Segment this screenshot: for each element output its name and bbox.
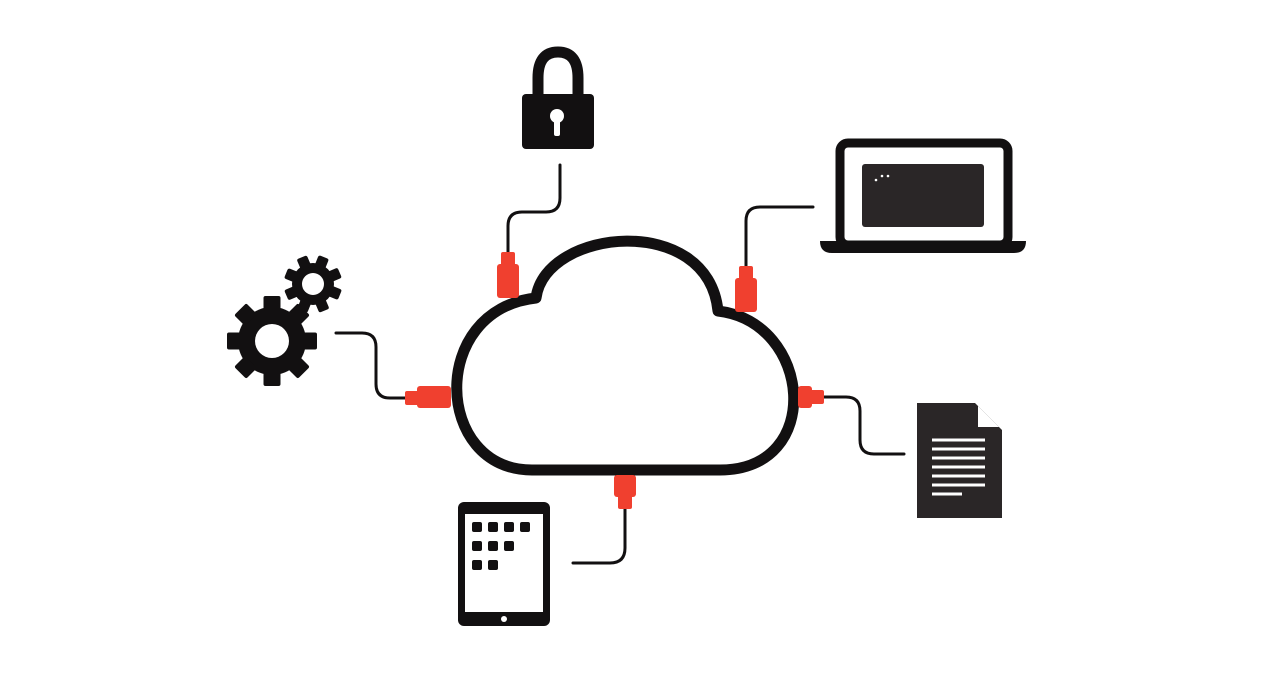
connector-plugs xyxy=(405,252,824,509)
gear-tooth xyxy=(234,357,256,379)
large-gear-icon xyxy=(227,296,317,386)
cable-settings xyxy=(334,331,407,400)
cable-laptop xyxy=(744,205,815,270)
tablet-app-grid xyxy=(472,522,530,570)
gear-tooth xyxy=(227,332,242,350)
tablet-icon xyxy=(458,502,550,626)
laptop-icon xyxy=(820,138,1026,253)
gears-icon xyxy=(227,255,342,386)
cable-lock xyxy=(506,163,562,256)
plug-settings xyxy=(405,386,451,408)
plug-tablet xyxy=(614,475,636,509)
gear-tooth xyxy=(327,285,342,300)
plug-lock xyxy=(497,252,519,298)
gear-hole xyxy=(302,273,324,295)
gear-tooth xyxy=(263,371,281,386)
laptop-screen xyxy=(862,164,984,227)
cable-tablet xyxy=(571,503,627,565)
gear-tooth xyxy=(315,298,329,313)
tablet-home-button xyxy=(501,616,507,622)
plug-laptop xyxy=(735,266,757,312)
gear-tooth xyxy=(327,268,342,282)
gear-tooth xyxy=(288,357,310,379)
cloud-icon xyxy=(451,235,800,476)
gear-tooth xyxy=(314,255,329,270)
gear-tooth xyxy=(284,286,299,300)
gear-tooth xyxy=(234,303,256,325)
gear-hole xyxy=(255,324,289,358)
small-gear-icon xyxy=(284,255,342,313)
connecting-cables xyxy=(334,163,906,565)
cable-document xyxy=(820,395,906,456)
gear-tooth xyxy=(302,332,317,350)
document-icon xyxy=(917,403,1002,518)
padlock-icon xyxy=(522,46,594,149)
gear-tooth xyxy=(263,296,281,311)
gear-tooth xyxy=(297,298,312,313)
plug-document xyxy=(798,386,824,408)
gear-tooth xyxy=(284,268,299,283)
gear-tooth xyxy=(297,255,311,270)
document-lines xyxy=(932,438,985,496)
